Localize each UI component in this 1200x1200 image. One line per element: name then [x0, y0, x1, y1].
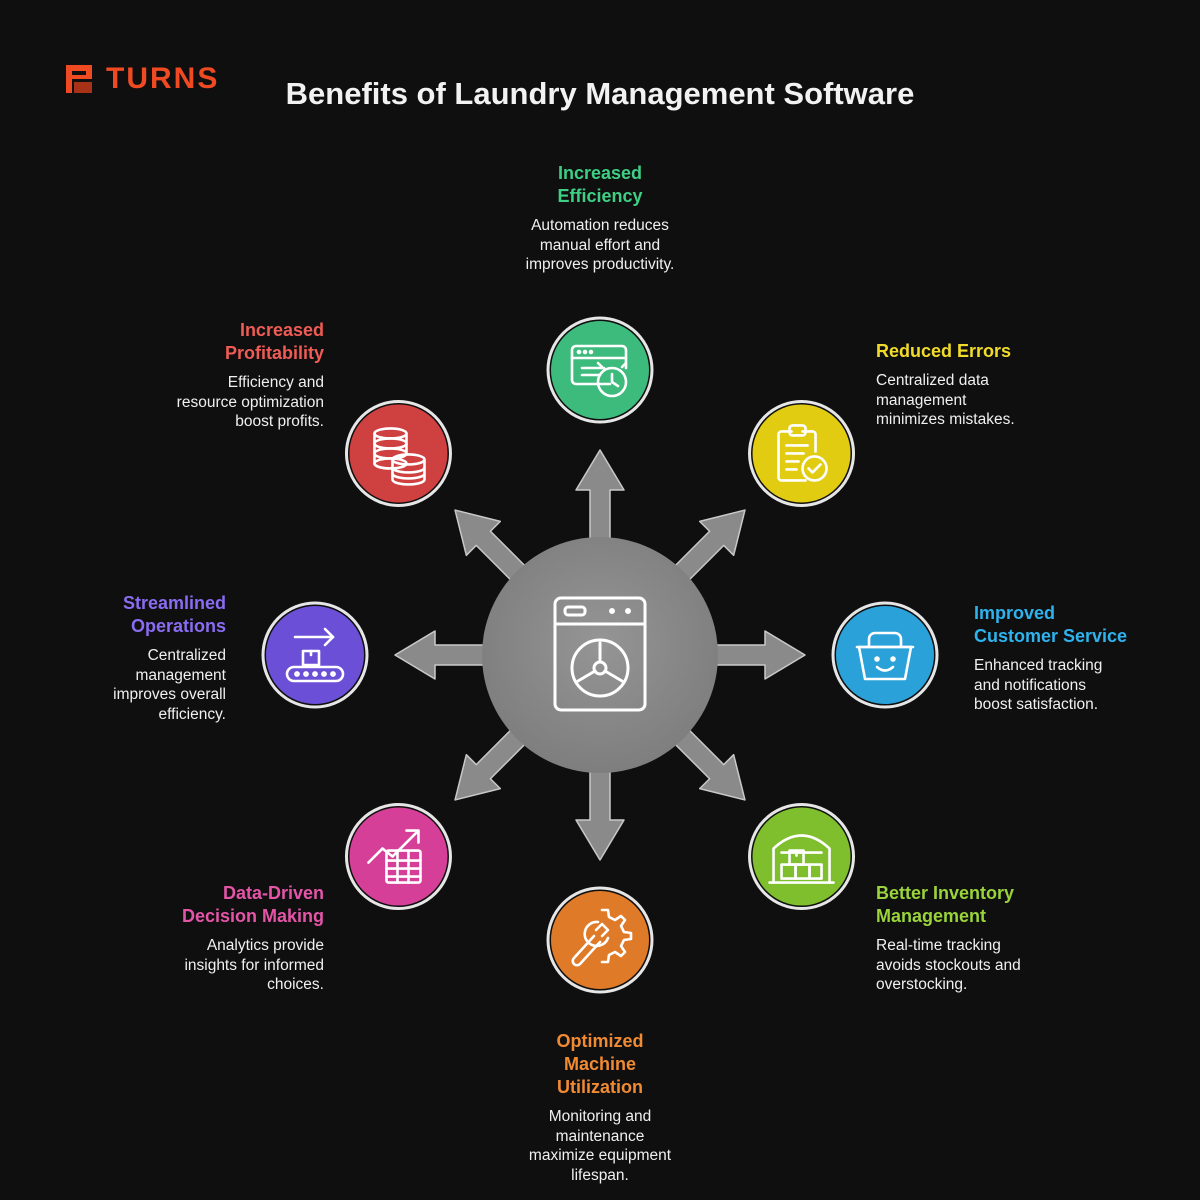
benefit-title-line: Increased	[557, 163, 643, 183]
benefit-title-line: Streamlined	[122, 593, 226, 613]
node-improved-customer-service	[831, 601, 939, 709]
central-hub	[482, 537, 718, 773]
benefit-description: Monitoring and maintenance maximize equipm…	[460, 1107, 740, 1185]
benefit-description-line: maintenance	[555, 1127, 645, 1145]
benefit-description-line: Monitoring and	[548, 1108, 652, 1125]
benefit-description: Centralized data management minimizes mist…	[876, 371, 1136, 430]
chart-table-icon	[367, 829, 422, 884]
benefit-title-line: Optimized	[556, 1031, 644, 1051]
benefit-description-line: insights for informed	[184, 956, 324, 974]
benefit-description-line: minimizes mistakes.	[876, 411, 1015, 428]
coin-stacks-icon	[373, 427, 426, 486]
benefit-description-line: Enhanced tracking	[974, 657, 1103, 674]
benefit-description-line: Real-time tracking	[876, 937, 1001, 954]
benefit-description-line: Centralized data	[876, 372, 989, 389]
logo: TURNS	[64, 62, 219, 96]
node-better-inventory-management	[748, 803, 856, 911]
conveyor-box-icon	[285, 627, 345, 683]
benefit-description-line: Automation reduces	[531, 217, 669, 234]
node-reduced-errors	[748, 399, 856, 507]
benefit-description-line: management	[876, 391, 967, 409]
benefit-title-line: Improved	[974, 603, 1056, 623]
benefit-description-line: Efficiency and	[227, 374, 324, 391]
benefit-nodes	[261, 316, 939, 994]
benefit-title-line: Decision Making	[181, 906, 324, 926]
logo-text: TURNS	[106, 62, 220, 95]
benefit-description-line: boost satisfaction.	[974, 696, 1099, 713]
browser-clock-icon	[570, 344, 628, 398]
benefit-title-line: Management	[876, 906, 987, 926]
turns-logo-icon	[66, 65, 92, 93]
benefit-description-line: overstocking.	[876, 976, 968, 993]
benefit-description-line: maximize equipment	[528, 1147, 672, 1164]
benefit-description-line: management	[135, 666, 226, 684]
benefit-description-line: Centralized	[147, 647, 226, 664]
benefit-description: Automation reduces manual effort and impro…	[460, 216, 740, 275]
node-optimized-machine-utilization	[546, 886, 654, 994]
benefit-title-line: Better Inventory	[876, 883, 1015, 903]
benefit-title-line: Profitability	[224, 343, 324, 363]
warehouse-boxes-icon	[768, 834, 835, 884]
benefit-description-line: efficiency.	[158, 705, 227, 723]
benefit-title-line: Efficiency	[557, 186, 643, 206]
smiling-basket-icon	[855, 631, 915, 681]
benefit-description-line: choices.	[267, 976, 324, 993]
page-title: Benefits of Laundry Management Software	[285, 76, 915, 111]
benefit-description: Enhanced tracking and notifications boost …	[974, 656, 1174, 715]
benefit-description-line: improves productivity.	[525, 256, 675, 273]
benefit-description: Analytics provide insights for informed ch…	[64, 936, 324, 995]
benefit-title: Reduced Errors	[876, 340, 1136, 363]
benefit-title-line: Increased	[239, 320, 324, 340]
benefit-description: Centralized management improves overall eff…	[26, 646, 226, 724]
node-streamlined-operations	[261, 601, 369, 709]
benefit-title-line: Operations	[130, 616, 226, 636]
benefit-title-line: Customer Service	[974, 626, 1128, 646]
benefit-description-line: Analytics provide	[206, 937, 324, 954]
benefit-description: Efficiency and resource optimization boost…	[64, 373, 324, 432]
node-increased-efficiency	[546, 316, 654, 424]
node-data-driven-decision-making	[344, 803, 452, 911]
gear-wrench-icon	[571, 908, 633, 967]
node-increased-profitability	[344, 399, 452, 507]
benefit-title-line: Data-Driven	[222, 883, 324, 903]
benefit-title-line: Machine	[563, 1054, 637, 1074]
washing-machine-icon	[553, 596, 647, 712]
benefit-title-line: Reduced Errors	[876, 341, 1012, 361]
benefit-description-line: resource optimization	[176, 393, 324, 411]
benefit-description-line: improves overall	[113, 686, 226, 703]
clipboard-check-icon	[777, 424, 828, 482]
benefit-description-line: avoids stockouts and	[876, 956, 1021, 974]
benefit-description: Real-time tracking avoids stockouts and ov…	[876, 936, 1136, 995]
arrows-group	[394, 449, 806, 861]
benefit-description-line: and notifications	[974, 676, 1087, 694]
benefit-description-line: manual effort and	[539, 236, 661, 254]
benefit-description-line: boost profits.	[235, 413, 324, 430]
benefit-description-line: lifespan.	[571, 1166, 629, 1184]
benefit-title-line: Utilization	[557, 1077, 643, 1097]
